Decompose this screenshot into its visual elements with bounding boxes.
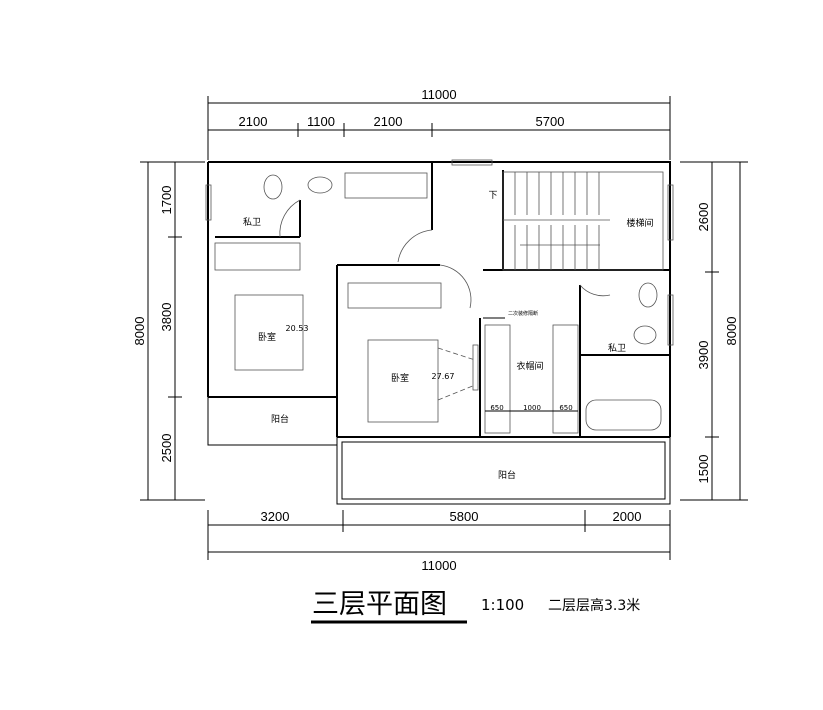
- staircase: [502, 171, 664, 271]
- bathtub-icon: [585, 399, 662, 431]
- balconies: [207, 396, 671, 505]
- dim-bottom-total: 11000: [421, 558, 456, 573]
- doors: [279, 199, 611, 309]
- dim-right-1: 2600: [696, 203, 711, 232]
- wardrobes: [214, 172, 579, 434]
- dim-top-total: 11000: [421, 87, 456, 102]
- room-stair: 楼梯间: [626, 217, 653, 229]
- dim-left-1: 1700: [159, 186, 174, 215]
- room-bedroom-center: 卧室: [391, 372, 409, 384]
- area-bedroom-center: 27.67: [432, 372, 455, 381]
- dim-right-2: 3900: [696, 341, 711, 370]
- drawing-scale: 1:100: [481, 596, 524, 614]
- windows: [205, 159, 674, 346]
- room-bath-right: 私卫: [608, 343, 626, 354]
- dimension-lines: [140, 96, 748, 560]
- closet-dim-1: 650: [490, 404, 503, 412]
- toilet-icon: [633, 325, 657, 345]
- room-bath-top-left: 私卫: [243, 217, 261, 228]
- room-balcony-bottom: 阳台: [498, 469, 516, 481]
- sink-icon: [307, 176, 333, 194]
- dim-right-total: 8000: [724, 317, 739, 346]
- dim-bottom-1: 3200: [261, 509, 290, 524]
- toilet-icon: [263, 174, 283, 200]
- dim-top-1: 2100: [239, 114, 268, 129]
- room-closet: 衣帽间: [516, 360, 543, 372]
- dim-left-2: 3800: [159, 303, 174, 332]
- room-bedroom-left: 卧室: [258, 331, 276, 343]
- closet-dim-3: 650: [559, 404, 572, 412]
- dim-top-3: 2100: [374, 114, 403, 129]
- dim-left-3: 2500: [159, 434, 174, 463]
- room-balcony-left: 阳台: [271, 413, 289, 425]
- bed-icon: [234, 294, 304, 371]
- dim-right-3: 1500: [696, 455, 711, 484]
- partition-note: 二次装修隔断: [508, 310, 538, 317]
- bed-icon: [367, 339, 439, 423]
- dim-left-total: 8000: [132, 317, 147, 346]
- dim-top-4: 5700: [536, 114, 565, 129]
- area-bedroom-left: 20.53: [286, 324, 309, 333]
- dim-bottom-3: 2000: [613, 509, 642, 524]
- drawing-note: 二层层高3.3米: [548, 597, 640, 614]
- fixtures: [234, 174, 662, 431]
- drawing-title: 三层平面图: [312, 589, 447, 620]
- closet-dim-2: 1000: [523, 404, 541, 412]
- walls: [207, 161, 671, 438]
- sink-icon: [638, 282, 658, 308]
- dim-top-2: 1100: [307, 114, 335, 129]
- stair-down-label: 下: [488, 191, 497, 201]
- dim-bottom-2: 5800: [450, 509, 479, 524]
